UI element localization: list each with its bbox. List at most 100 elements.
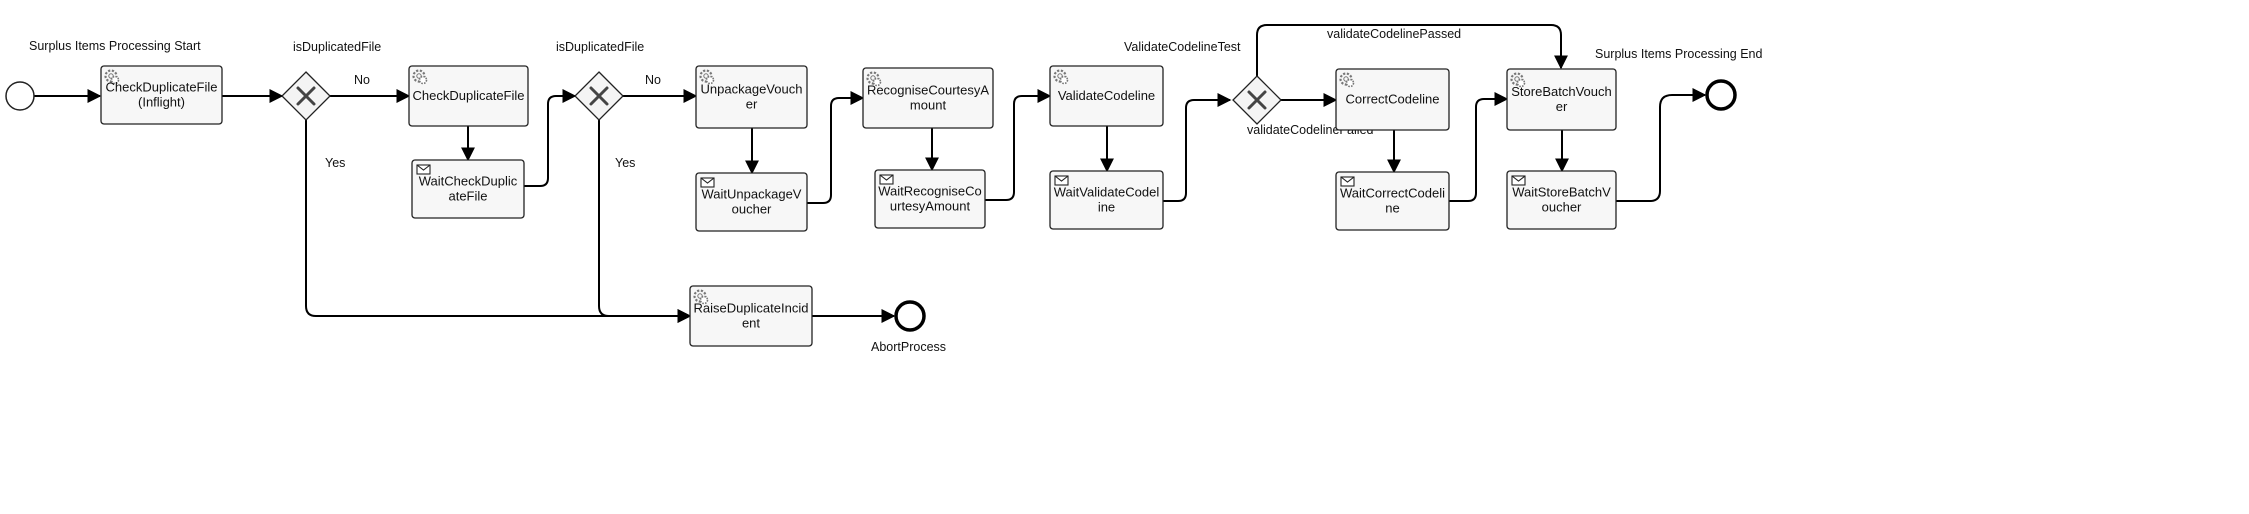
gear-icon [412,69,428,85]
envelope-icon [879,174,894,185]
task-label-line: ne [1385,201,1399,216]
task-label-line: WaitStoreBatchV [1512,185,1611,200]
task-box [1335,171,1450,231]
task-label-line: oucher [732,202,772,217]
task-box [862,67,994,129]
task-label-line: RecogniseCourtesyA [867,83,989,98]
flow-gw3-passed [1256,24,1568,76]
end-event-circle [1705,79,1737,111]
task-box [695,172,808,232]
gear-icon [104,69,120,85]
flow-waitcheck-to-gw2 [524,89,577,187]
gear-icon [1053,69,1069,85]
task-label-line: ent [742,316,760,331]
task-label-line: WaitUnpackageV [702,187,802,202]
gear-icon [1339,72,1355,88]
abort-event[interactable] [894,300,926,332]
task-box [100,65,223,125]
task-label-line: UnpackageVouch [701,82,803,97]
exclusive-x-icon [296,86,316,106]
task-box [1335,68,1450,131]
gateway-is-duplicated-file-2[interactable] [574,71,624,121]
task-label-line: (Inflight) [138,95,185,110]
gateway-2-yes-label: Yes [615,156,635,170]
abort-event-label: AbortProcess [871,340,946,354]
sequence-flows [34,24,1707,323]
task-label-line: ateFile [448,189,487,204]
flow-waitrecognise-to-validate [985,89,1052,201]
task-validate-codeline[interactable]: ValidateCodeline [1049,65,1164,127]
exclusive-x-icon [589,86,609,106]
start-event[interactable] [5,81,35,111]
task-label-line: StoreBatchVouch [1511,84,1611,99]
abort-event-circle [894,300,926,332]
task-label-line: CheckDuplicateFile [106,80,218,95]
exclusive-x-icon [1247,90,1267,110]
flow-waitvalidate-to-gw3 [1163,93,1232,202]
task-label-line: WaitCorrectCodeli [1340,186,1445,201]
gear-icon [866,71,882,87]
task-box [1049,170,1164,230]
task-box [695,65,808,129]
task-label-line: ine [1098,200,1115,215]
gateway-3-label: ValidateCodelineTest [1124,40,1241,54]
flow-gw2-yes [598,120,692,323]
task-box [1506,68,1617,131]
envelope-icon [416,164,431,175]
flow-waitcorrect-to-store [1449,92,1509,202]
gateway-1-yes-label: Yes [325,156,345,170]
flow-waitstore-to-end [1616,88,1707,202]
task-label-line: urtesyAmount [890,199,971,214]
gear-icon [699,69,715,85]
task-label-line: WaitCheckDuplic [419,174,518,189]
tasks: CheckDuplicateFile(Inflight)CheckDuplica… [100,65,1617,347]
gateway-3-passed-label: validateCodelinePassed [1327,27,1461,41]
start-event-label: Surplus Items Processing Start [29,39,201,53]
start-event-circle [5,81,35,111]
task-box [874,169,986,229]
end-event-label: Surplus Items Processing End [1595,47,1762,61]
task-label-line: CheckDuplicateFile [413,88,525,103]
flow-gw1-yes [305,120,692,323]
task-label-line: er [1556,99,1568,114]
gear-icon [1510,72,1526,88]
envelope-icon [700,177,715,188]
envelope-icon [1511,175,1526,186]
gateway-is-duplicated-file-1[interactable] [281,71,331,121]
envelope-icon [1054,175,1069,186]
task-label-line: ValidateCodeline [1058,88,1155,103]
gateway-2-no-label: No [645,73,661,87]
end-event[interactable] [1705,79,1737,111]
task-label-line: CorrectCodeline [1346,92,1440,107]
task-label-line: WaitRecogniseCo [878,184,982,199]
task-check-duplicate-file[interactable]: CheckDuplicateFile [408,65,529,127]
gear-icon [693,289,709,305]
task-box [1049,65,1164,127]
task-box [411,159,525,219]
gateway-1-label: isDuplicatedFile [293,40,381,54]
task-label-line: RaiseDuplicateIncid [694,301,809,316]
task-box [689,285,813,347]
task-check-duplicate-inflight[interactable]: CheckDuplicateFile(Inflight) [100,65,223,125]
task-correct-codeline[interactable]: CorrectCodeline [1335,68,1450,131]
gateway-1-no-label: No [354,73,370,87]
task-label-line: WaitValidateCodel [1054,185,1160,200]
task-label-line: oucher [1542,200,1582,215]
gateway-validate-codeline-test[interactable] [1232,75,1282,125]
gateway-2-label: isDuplicatedFile [556,40,644,54]
flow-waitunpackage-to-recognise [807,91,865,204]
task-label-line: mount [910,98,947,113]
task-box [408,65,529,127]
task-box [1506,170,1617,230]
